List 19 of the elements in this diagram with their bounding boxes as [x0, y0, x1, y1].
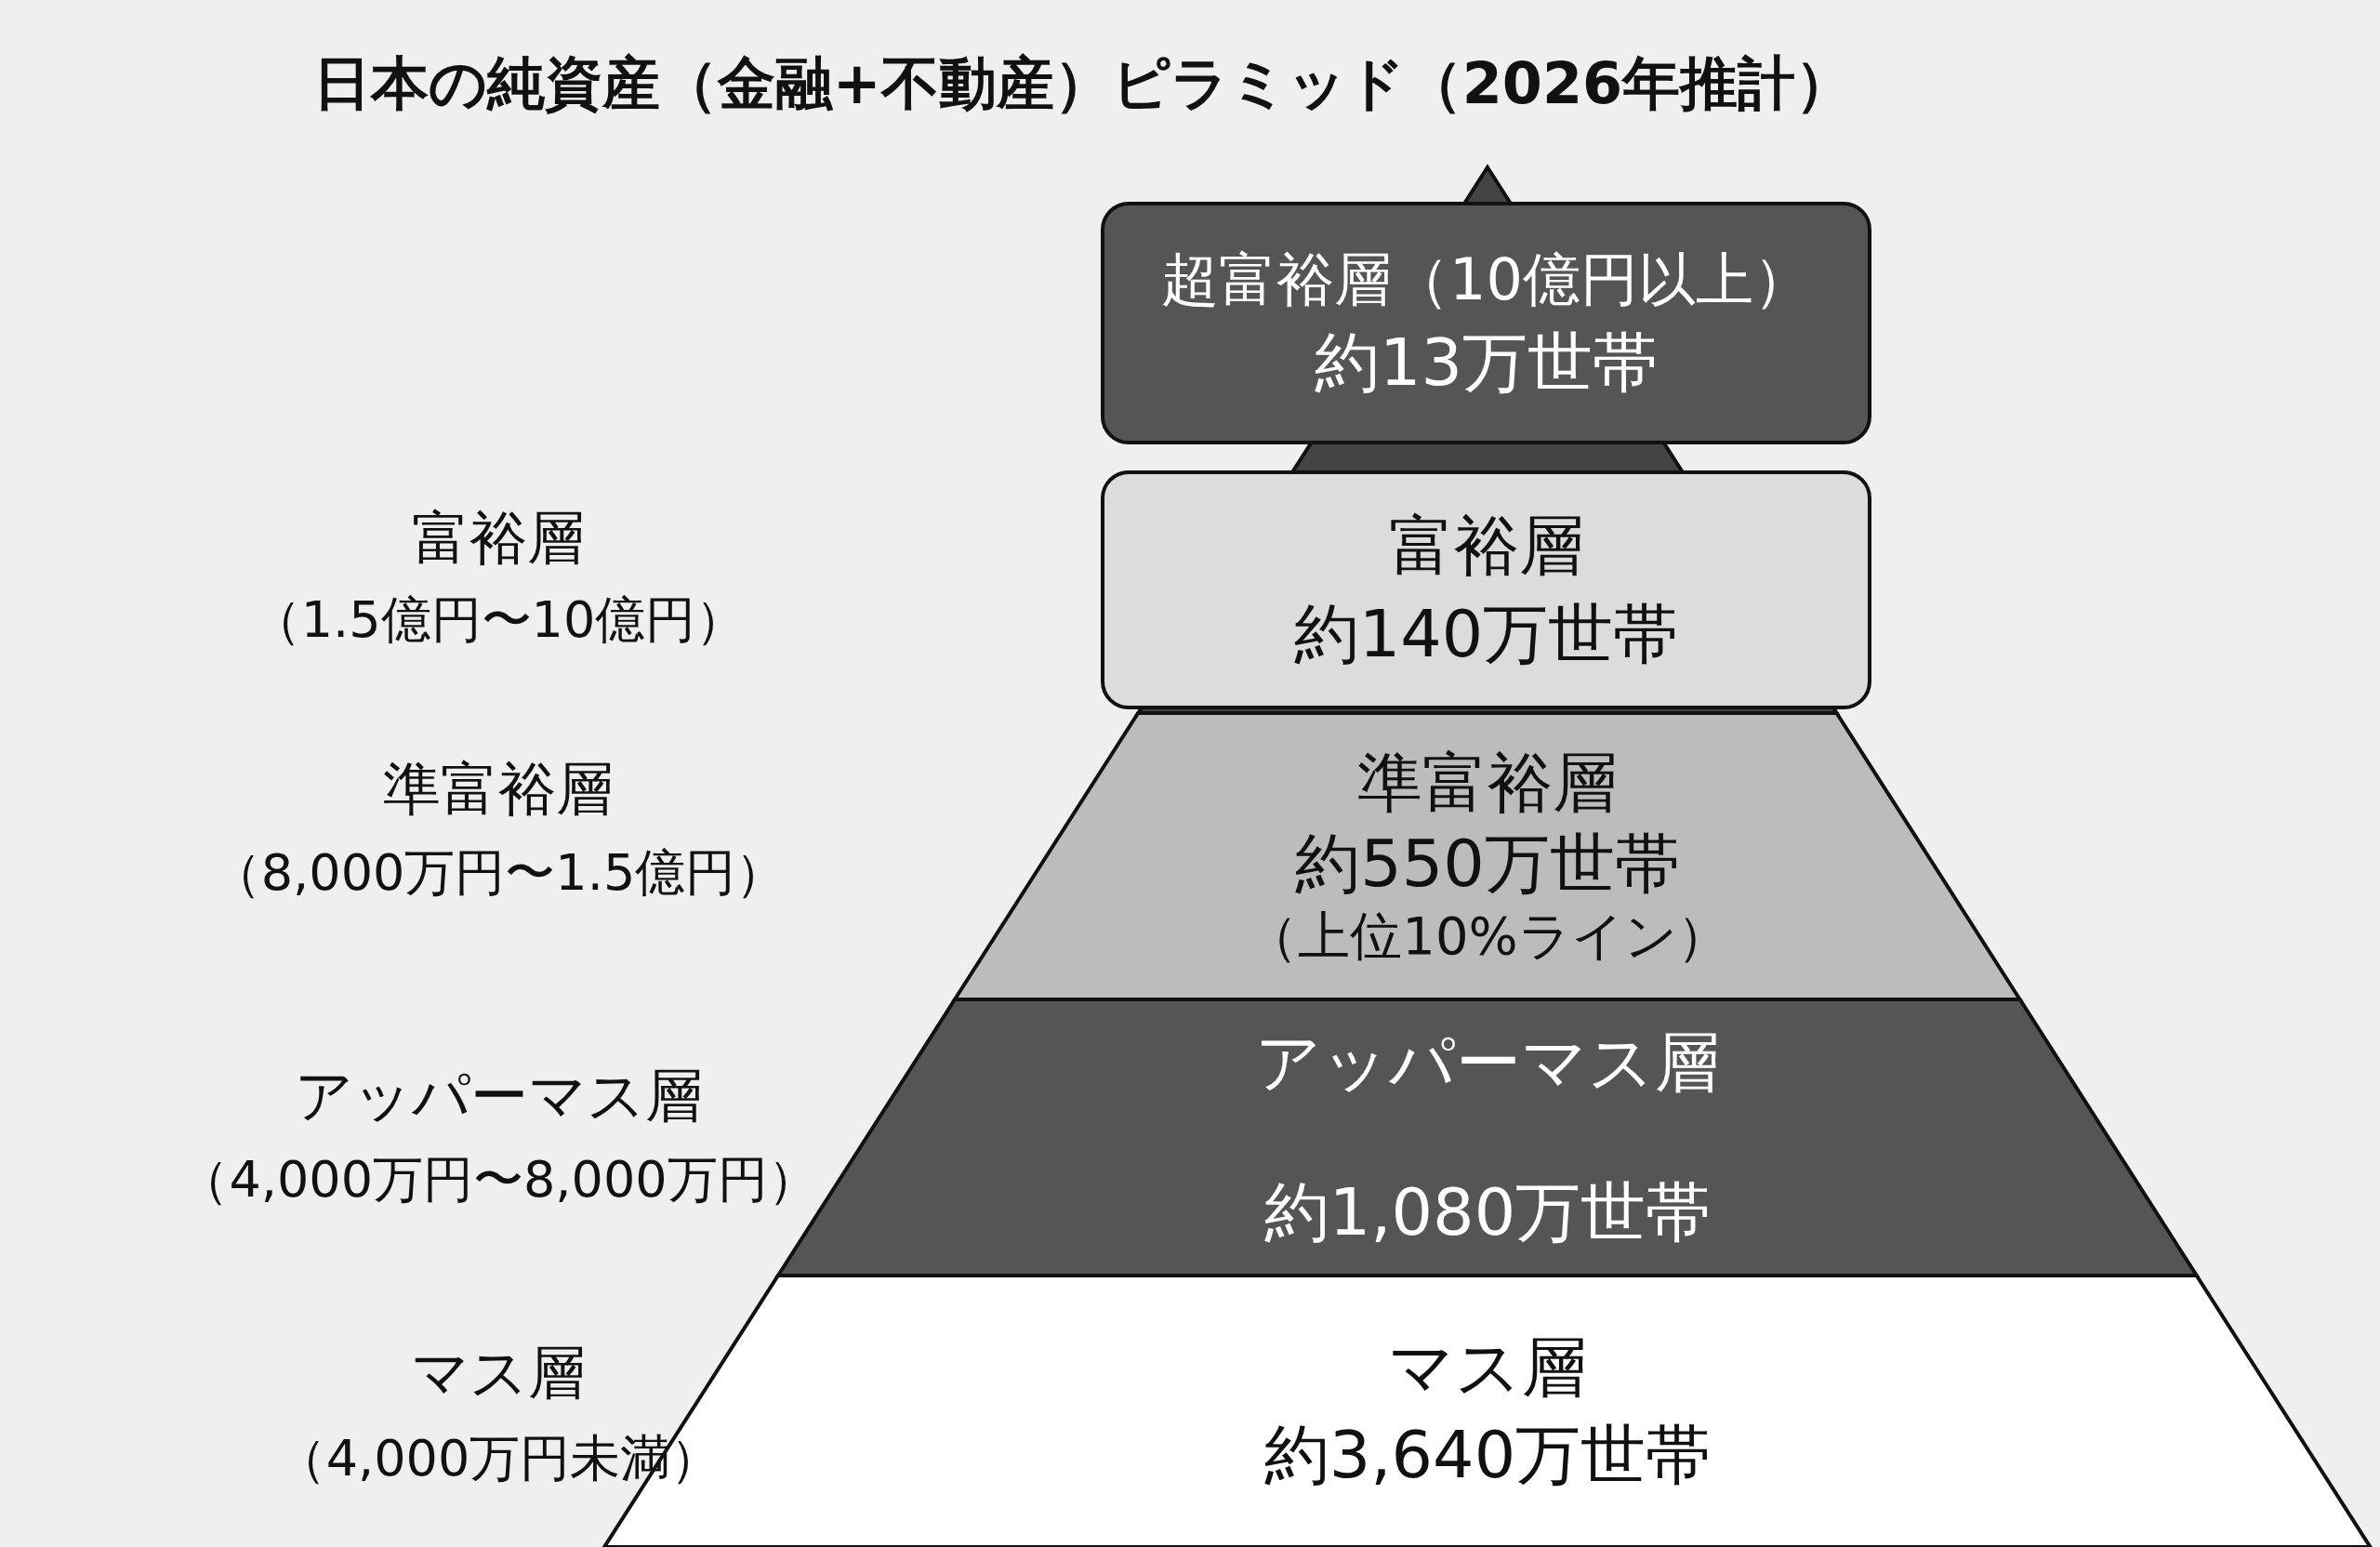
tier-label: アッパーマス層 [294, 1067, 703, 1125]
tier-label: マス層 [411, 1344, 586, 1402]
tier-name: 準富裕層 [1357, 746, 1618, 821]
tier-label: 富裕層 [412, 509, 585, 567]
range-label: （1.5億円〜10億円） [250, 595, 747, 645]
title: 日本の純資産（金融+不動産）ピラミッド（2026年推計） [311, 48, 1855, 119]
tier-text: （上位10%ライン） [1246, 906, 1729, 967]
tier-name: 富裕層 [1388, 509, 1584, 584]
range-label: （8,000万円〜1.5億円） [210, 848, 787, 898]
tier-text: 約13万世帯 [1314, 324, 1659, 401]
tier-name: アッパーマス層 [1255, 1025, 1720, 1101]
tier-name: 超富裕層（10億円以上） [1161, 245, 1811, 312]
range-label: （4,000万円〜8,000万円） [178, 1155, 818, 1205]
tier-name: マス層 [1388, 1329, 1587, 1405]
tier-text: 約140万世帯 [1293, 596, 1679, 671]
tier-text: 約3,640万世帯 [1263, 1418, 1712, 1493]
tier-label: 準富裕層 [383, 760, 614, 818]
tier-text: 約550万世帯 [1295, 826, 1680, 902]
tier-text: 約1,080万世帯 [1263, 1174, 1712, 1250]
